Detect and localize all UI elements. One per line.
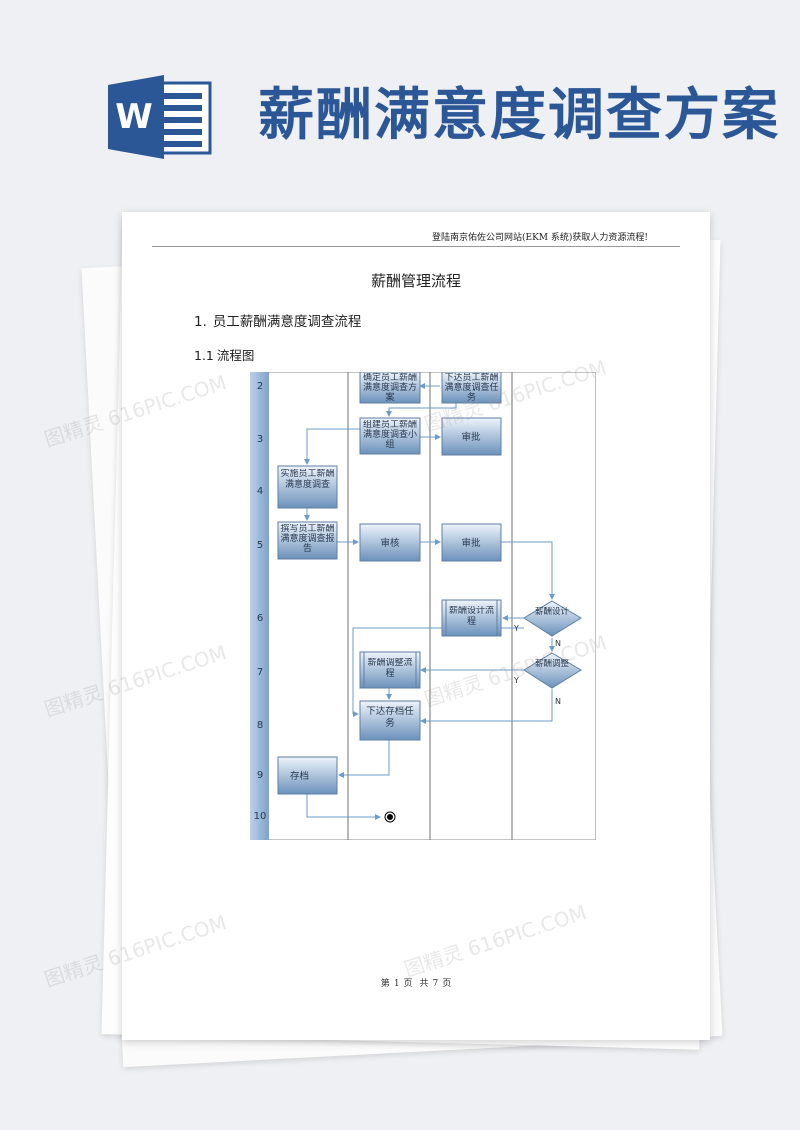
row-number: 5 bbox=[257, 540, 263, 551]
node-pay-adjust-process: 薪酬调整流程 bbox=[367, 658, 413, 679]
section-heading-1: 1. 员工薪酬满意度调查流程 bbox=[194, 310, 361, 330]
node-issue-archive-task: 下达存档任务 bbox=[366, 706, 414, 729]
process-box bbox=[359, 523, 421, 562]
row-number: 4 bbox=[257, 486, 263, 497]
flowchart: 2 3 4 5 6 7 8 9 10 bbox=[250, 372, 596, 840]
row-number: 9 bbox=[257, 770, 263, 781]
decision-pay-adjust: 薪酬调整 bbox=[534, 659, 569, 669]
process-box bbox=[277, 756, 338, 795]
subprocess-box bbox=[441, 599, 502, 637]
header-rule bbox=[152, 246, 680, 247]
process-box bbox=[277, 465, 338, 509]
row-number: 8 bbox=[257, 720, 263, 731]
branch-label-yes: Y bbox=[513, 624, 519, 633]
node-form-team: 组建员工薪酬满意度调查小组 bbox=[362, 420, 417, 450]
subprocess-box bbox=[359, 651, 421, 689]
node-approve-1: 审批 bbox=[461, 431, 481, 443]
section-title: 员工薪酬满意度调查流程 bbox=[212, 314, 362, 330]
word-document-icon: W bbox=[108, 75, 212, 159]
footer-total-number: 7 bbox=[432, 979, 439, 989]
footer-total-label: 共 bbox=[419, 979, 429, 989]
row-number: 3 bbox=[257, 434, 263, 445]
node-archive: 存档 bbox=[290, 770, 309, 782]
connector-arrow bbox=[338, 740, 390, 778]
header-note: 登陆南京佑佐公司网站(EKM 系统)获取人力资源流程! bbox=[431, 233, 648, 243]
document-title: 薪酬管理流程 bbox=[370, 272, 461, 290]
connector-arrow bbox=[386, 403, 457, 417]
node-review: 审核 bbox=[380, 537, 400, 549]
connector-arrow bbox=[501, 541, 555, 600]
footer-total-unit: 页 bbox=[442, 979, 452, 989]
process-box bbox=[441, 523, 502, 562]
section-number: 1.1 bbox=[194, 348, 214, 363]
footer-page-label: 第 bbox=[380, 979, 390, 989]
section-number: 1. bbox=[194, 314, 207, 330]
decision-diamond bbox=[523, 652, 582, 689]
process-box bbox=[359, 700, 421, 741]
process-box bbox=[277, 521, 338, 560]
row-number: 6 bbox=[257, 613, 263, 624]
word-logo-letter: W bbox=[115, 97, 153, 137]
footer-page-unit: 页 bbox=[403, 979, 413, 989]
decision-diamond bbox=[523, 600, 582, 637]
banner-title: 薪酬满意度调查方案 bbox=[258, 83, 780, 148]
node-approve-2: 审批 bbox=[461, 537, 481, 549]
branch-label-no: N bbox=[555, 639, 561, 648]
node-pay-design-process: 薪酬设计流程 bbox=[448, 606, 494, 627]
process-box bbox=[359, 417, 421, 455]
decision-pay-design: 薪酬设计 bbox=[534, 607, 569, 617]
row-number: 7 bbox=[257, 667, 263, 678]
section-title: 流程图 bbox=[216, 348, 255, 363]
node-implement-survey: 实施员工薪酬满意度调查 bbox=[280, 469, 335, 490]
end-node-center bbox=[387, 814, 393, 820]
row-number: 2 bbox=[257, 381, 263, 392]
connector-arrow bbox=[420, 689, 553, 724]
row-number-stripe bbox=[250, 372, 269, 840]
node-write-report: 撰写员工薪酬满意度调查报告 bbox=[280, 524, 335, 554]
branch-label-no: N bbox=[555, 697, 561, 706]
process-box bbox=[441, 372, 502, 404]
node-confirm-plan: 确定员工薪酬满意度调查方案 bbox=[362, 373, 417, 403]
branch-label-yes: Y bbox=[513, 676, 519, 685]
node-issue-task: 下达员工薪酬满意度调查任务 bbox=[444, 373, 499, 403]
process-box bbox=[359, 372, 421, 404]
footer-page-number: 1 bbox=[393, 979, 400, 989]
document-page: 登陆南京佑佐公司网站(EKM 系统)获取人力资源流程! 薪酬管理流程 1. 员工薪… bbox=[122, 212, 710, 1040]
process-box bbox=[441, 417, 502, 456]
connector-arrow bbox=[306, 793, 381, 820]
row-number: 10 bbox=[254, 811, 267, 822]
